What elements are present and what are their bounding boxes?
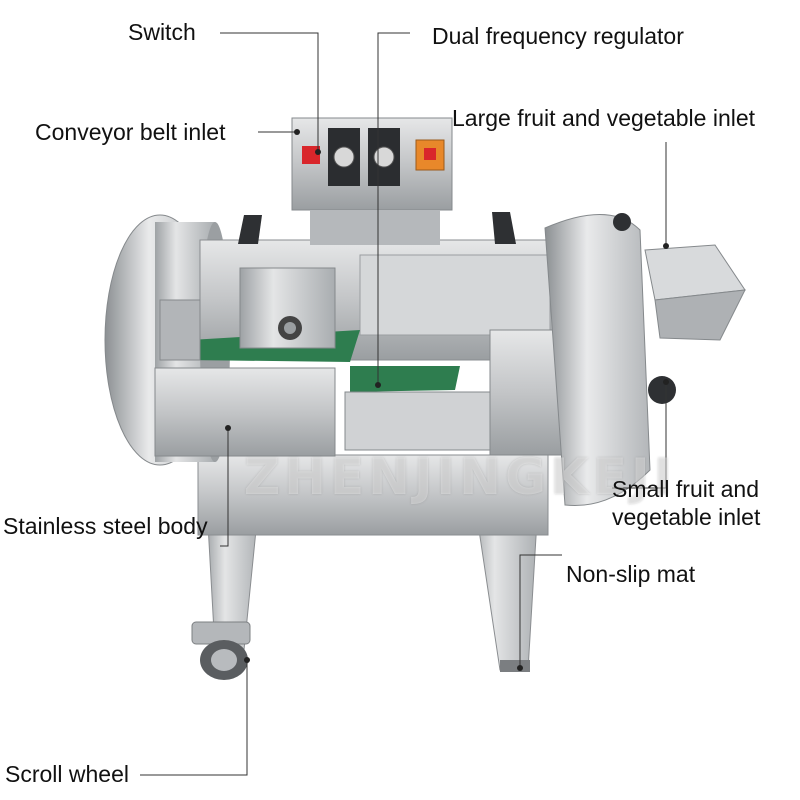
label-non-slip-mat: Non-slip mat [566, 561, 696, 587]
switch-button [302, 146, 320, 164]
label-stainless-steel-body: Stainless steel body [3, 513, 208, 539]
label-dual-frequency-regulator: Dual frequency regulator [432, 23, 684, 49]
label-switch: Switch [128, 19, 196, 45]
left-handle [238, 215, 262, 244]
label-small-inlet-line1: Small fruit and [612, 476, 760, 502]
label-scroll-wheel: Scroll wheel [5, 761, 129, 787]
label-large-inlet: Large fruit and vegetable inlet [452, 105, 756, 131]
leader-dots [225, 129, 669, 671]
watermark: ZHENJINGKEJI [243, 448, 677, 506]
front-panel-center [344, 391, 496, 451]
front-panel-left [154, 367, 336, 457]
control-box [291, 117, 453, 245]
power-switch [415, 139, 445, 171]
label-small-inlet-line2: vegetable inlet [612, 504, 761, 530]
lower-cabinet [197, 454, 549, 536]
scroll-wheel [191, 621, 251, 680]
right-drum [544, 213, 676, 507]
leader-lines [140, 32, 667, 776]
conveyor-belt [159, 267, 460, 392]
right-handle [492, 212, 516, 244]
label-conveyor-belt-inlet: Conveyor belt inlet [35, 119, 226, 145]
